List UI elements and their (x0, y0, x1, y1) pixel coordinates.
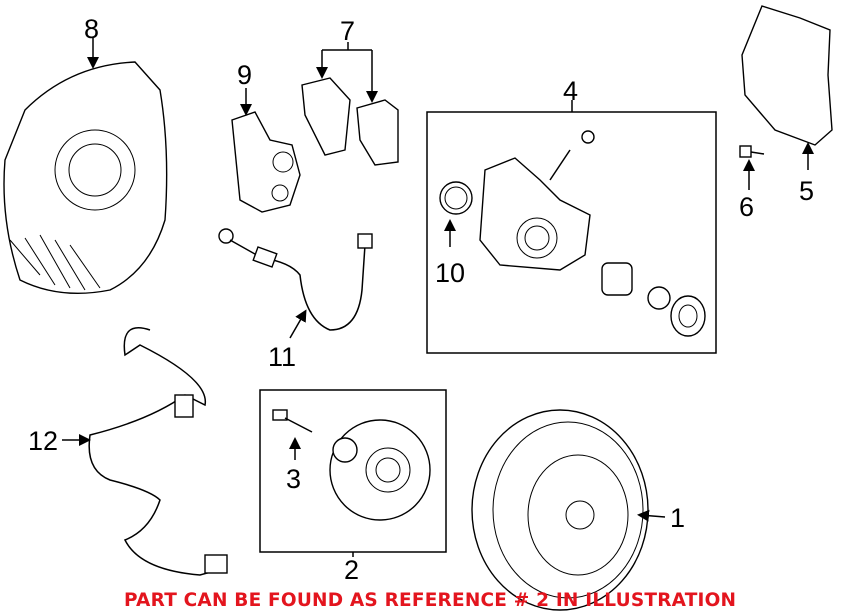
reference-note: PART CAN BE FOUND AS REFERENCE # 2 IN IL… (124, 590, 737, 611)
part-5-splash-shield (741, 5, 833, 146)
callout-6: 6 (739, 192, 754, 222)
callout-4: 4 (563, 76, 578, 106)
callout-1: 1 (670, 503, 685, 533)
part-3-wheel-stud (272, 409, 313, 433)
leader-lines (62, 38, 814, 557)
part-11-brake-hose (218, 228, 373, 331)
part-8-dust-shield (3, 61, 168, 294)
callout-9: 9 (237, 60, 252, 90)
part-9-caliper-bracket (231, 111, 301, 213)
part-4-caliper (439, 130, 706, 337)
callout-5: 5 (799, 176, 814, 206)
callout-12: 12 (28, 426, 58, 456)
part-12-abs-sensor (88, 327, 228, 576)
part-1-rotor (471, 409, 649, 611)
part-2-hub (329, 419, 431, 521)
callout-10: 10 (435, 258, 465, 288)
callout-11: 11 (268, 342, 296, 372)
callout-3: 3 (286, 464, 301, 494)
callout-7: 7 (340, 16, 355, 46)
callout-8: 8 (84, 14, 99, 44)
part-6-bolt (739, 145, 765, 158)
part-7-brake-pads (301, 77, 399, 166)
callout-2: 2 (344, 555, 359, 585)
